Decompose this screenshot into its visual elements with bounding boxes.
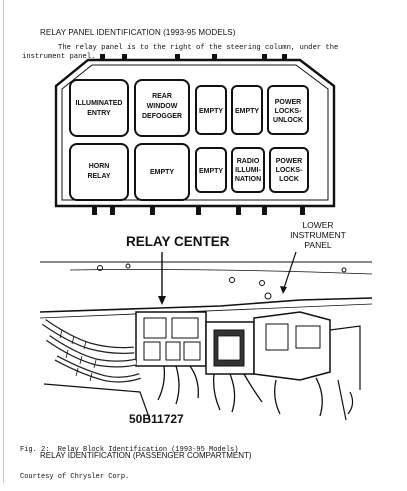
relay-label: LOCKS- bbox=[275, 108, 303, 115]
relay-empty-4: EMPTY bbox=[195, 147, 227, 193]
relay-power-locks-lock: POWER LOCKS- LOCK bbox=[269, 147, 309, 193]
relay-label: RADIO bbox=[237, 158, 260, 165]
lower-panel-label: PANEL bbox=[304, 240, 332, 250]
relay-label: EMPTY bbox=[199, 108, 223, 115]
relay-radio-illumination: RADIO ILLUMI- NATION bbox=[231, 147, 265, 193]
relay-empty-3: EMPTY bbox=[134, 143, 190, 201]
page-title: RELAY PANEL IDENTIFICATION (1993-95 MODE… bbox=[40, 28, 236, 37]
caption-line: Courtesy of Chrysler Corp. bbox=[20, 473, 130, 481]
relay-label: NATION bbox=[235, 176, 261, 183]
relay-center-label: RELAY CENTER bbox=[126, 234, 230, 249]
relay-label: REAR bbox=[152, 93, 172, 100]
location-note: The relay panel is to the right of the s… bbox=[22, 44, 339, 61]
relay-empty-2: EMPTY bbox=[231, 85, 263, 135]
relay-label: UNLOCK bbox=[273, 117, 303, 124]
page-edge-line bbox=[3, 0, 4, 483]
lower-panel-label: LOWER bbox=[302, 220, 333, 230]
instrument-panel-drawing bbox=[39, 261, 373, 421]
section-footer: RELAY IDENTIFICATION (PASSENGER COMPARTM… bbox=[40, 451, 252, 460]
relay-rear-window-defogger: REAR WINDOW DEFOGGER bbox=[134, 79, 190, 137]
lower-panel-leader bbox=[280, 251, 297, 294]
relay-label: EMPTY bbox=[235, 108, 259, 115]
relay-label: LOCK bbox=[279, 176, 299, 183]
relay-empty-1: EMPTY bbox=[195, 85, 227, 135]
relay-label: ENTRY bbox=[87, 110, 111, 117]
relay-label: POWER bbox=[275, 99, 301, 106]
relay-horn: HORN RELAY bbox=[69, 143, 129, 201]
relay-label: EMPTY bbox=[199, 168, 223, 175]
relay-power-locks-unlock: POWER LOCKS- UNLOCK bbox=[267, 85, 309, 135]
relay-center-leader bbox=[158, 252, 166, 305]
relay-illuminated-entry: ILLUMINATED ENTRY bbox=[69, 79, 129, 137]
relay-label: WINDOW bbox=[147, 103, 178, 110]
relay-label: LOCKS- bbox=[276, 167, 304, 174]
relay-label: ILLUMINATED bbox=[76, 100, 123, 107]
relay-label: POWER bbox=[276, 158, 302, 165]
figure-code: 50B11727 bbox=[129, 412, 184, 426]
relay-label: ILLUMI- bbox=[235, 167, 261, 174]
relay-label: EMPTY bbox=[150, 169, 174, 176]
relay-label: RELAY bbox=[87, 173, 110, 180]
relay-label: DEFOGGER bbox=[142, 113, 182, 120]
lower-panel-label: INSTRUMENT bbox=[290, 230, 346, 240]
caption-line: Fig. 2: Relay Block Identification (1993… bbox=[20, 446, 239, 454]
relay-label: HORN bbox=[89, 163, 110, 170]
figure-caption: Fig. 2: Relay Block Identification (1993… bbox=[20, 428, 238, 491]
